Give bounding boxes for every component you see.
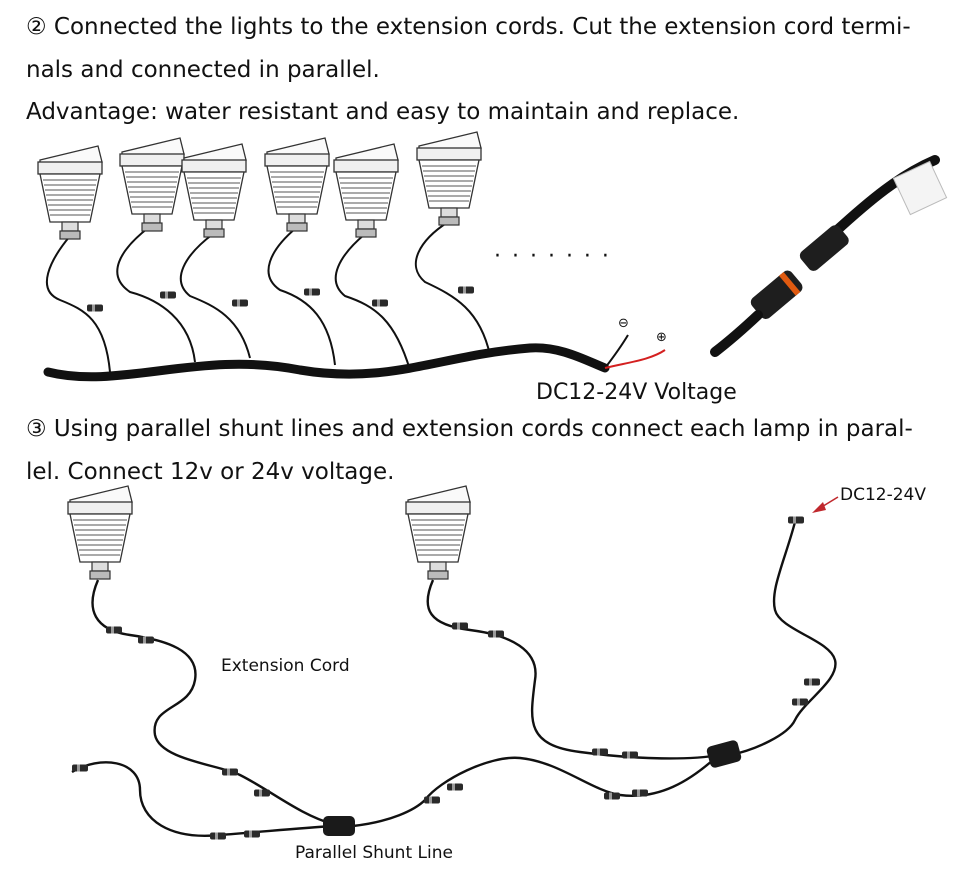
input-voltage-label: DC12-24V [840, 485, 926, 505]
input-cord [729, 521, 837, 757]
lamp3-wire [179, 233, 251, 359]
step2-advantage-text: Advantage: water resistant and easy to m… [26, 99, 740, 125]
lamp5-wire [334, 233, 411, 371]
step3-text-line1: ③ Using parallel shunt lines and extensi… [26, 416, 913, 442]
lamp3 [181, 143, 247, 238]
step3-text-line2: lel. Connect 12v or 24v voltage. [26, 459, 395, 485]
shunt-right-branch [352, 756, 714, 828]
lamp1 [37, 145, 103, 240]
voltage-label: DC12-24V Voltage [536, 380, 737, 405]
voltage-arrow [812, 496, 839, 513]
negative-terminal-symbol: ⊖ [618, 316, 629, 331]
lamp6 [416, 131, 482, 226]
lamp-a [67, 485, 133, 580]
lamp4-wire [267, 227, 336, 366]
connector-closeup-illustration [710, 155, 948, 357]
lamp2 [119, 137, 185, 232]
parallel-shunt-line-label: Parallel Shunt Line [295, 843, 453, 863]
lamp1-wire [45, 235, 111, 373]
positive-terminal-symbol: ⊕ [656, 330, 667, 345]
shunt-left-branch [71, 761, 334, 837]
lamp6-wire [414, 221, 491, 356]
lamp-b [405, 485, 471, 580]
main-extension-cable [43, 343, 610, 382]
lamp2-wire [116, 227, 196, 363]
positive-wire [604, 349, 666, 369]
step2-text-line1: ② Connected the lights to the extension … [26, 14, 911, 40]
more-lamps-ellipsis: · · · · · · · [494, 244, 611, 269]
lamp5 [333, 143, 399, 238]
negative-wire [604, 334, 629, 369]
shunt-splitter-box-left [323, 816, 355, 836]
extension-cord-label: Extension Cord [221, 656, 350, 676]
lamp-b-extension-cord [426, 579, 721, 760]
step2-text-line2: nals and connected in parallel. [26, 57, 380, 83]
wiring-runs [71, 521, 837, 837]
shunt-splitter-box-right [706, 740, 742, 768]
lamp-a-extension-cord [91, 579, 334, 826]
lamp4 [264, 137, 330, 232]
